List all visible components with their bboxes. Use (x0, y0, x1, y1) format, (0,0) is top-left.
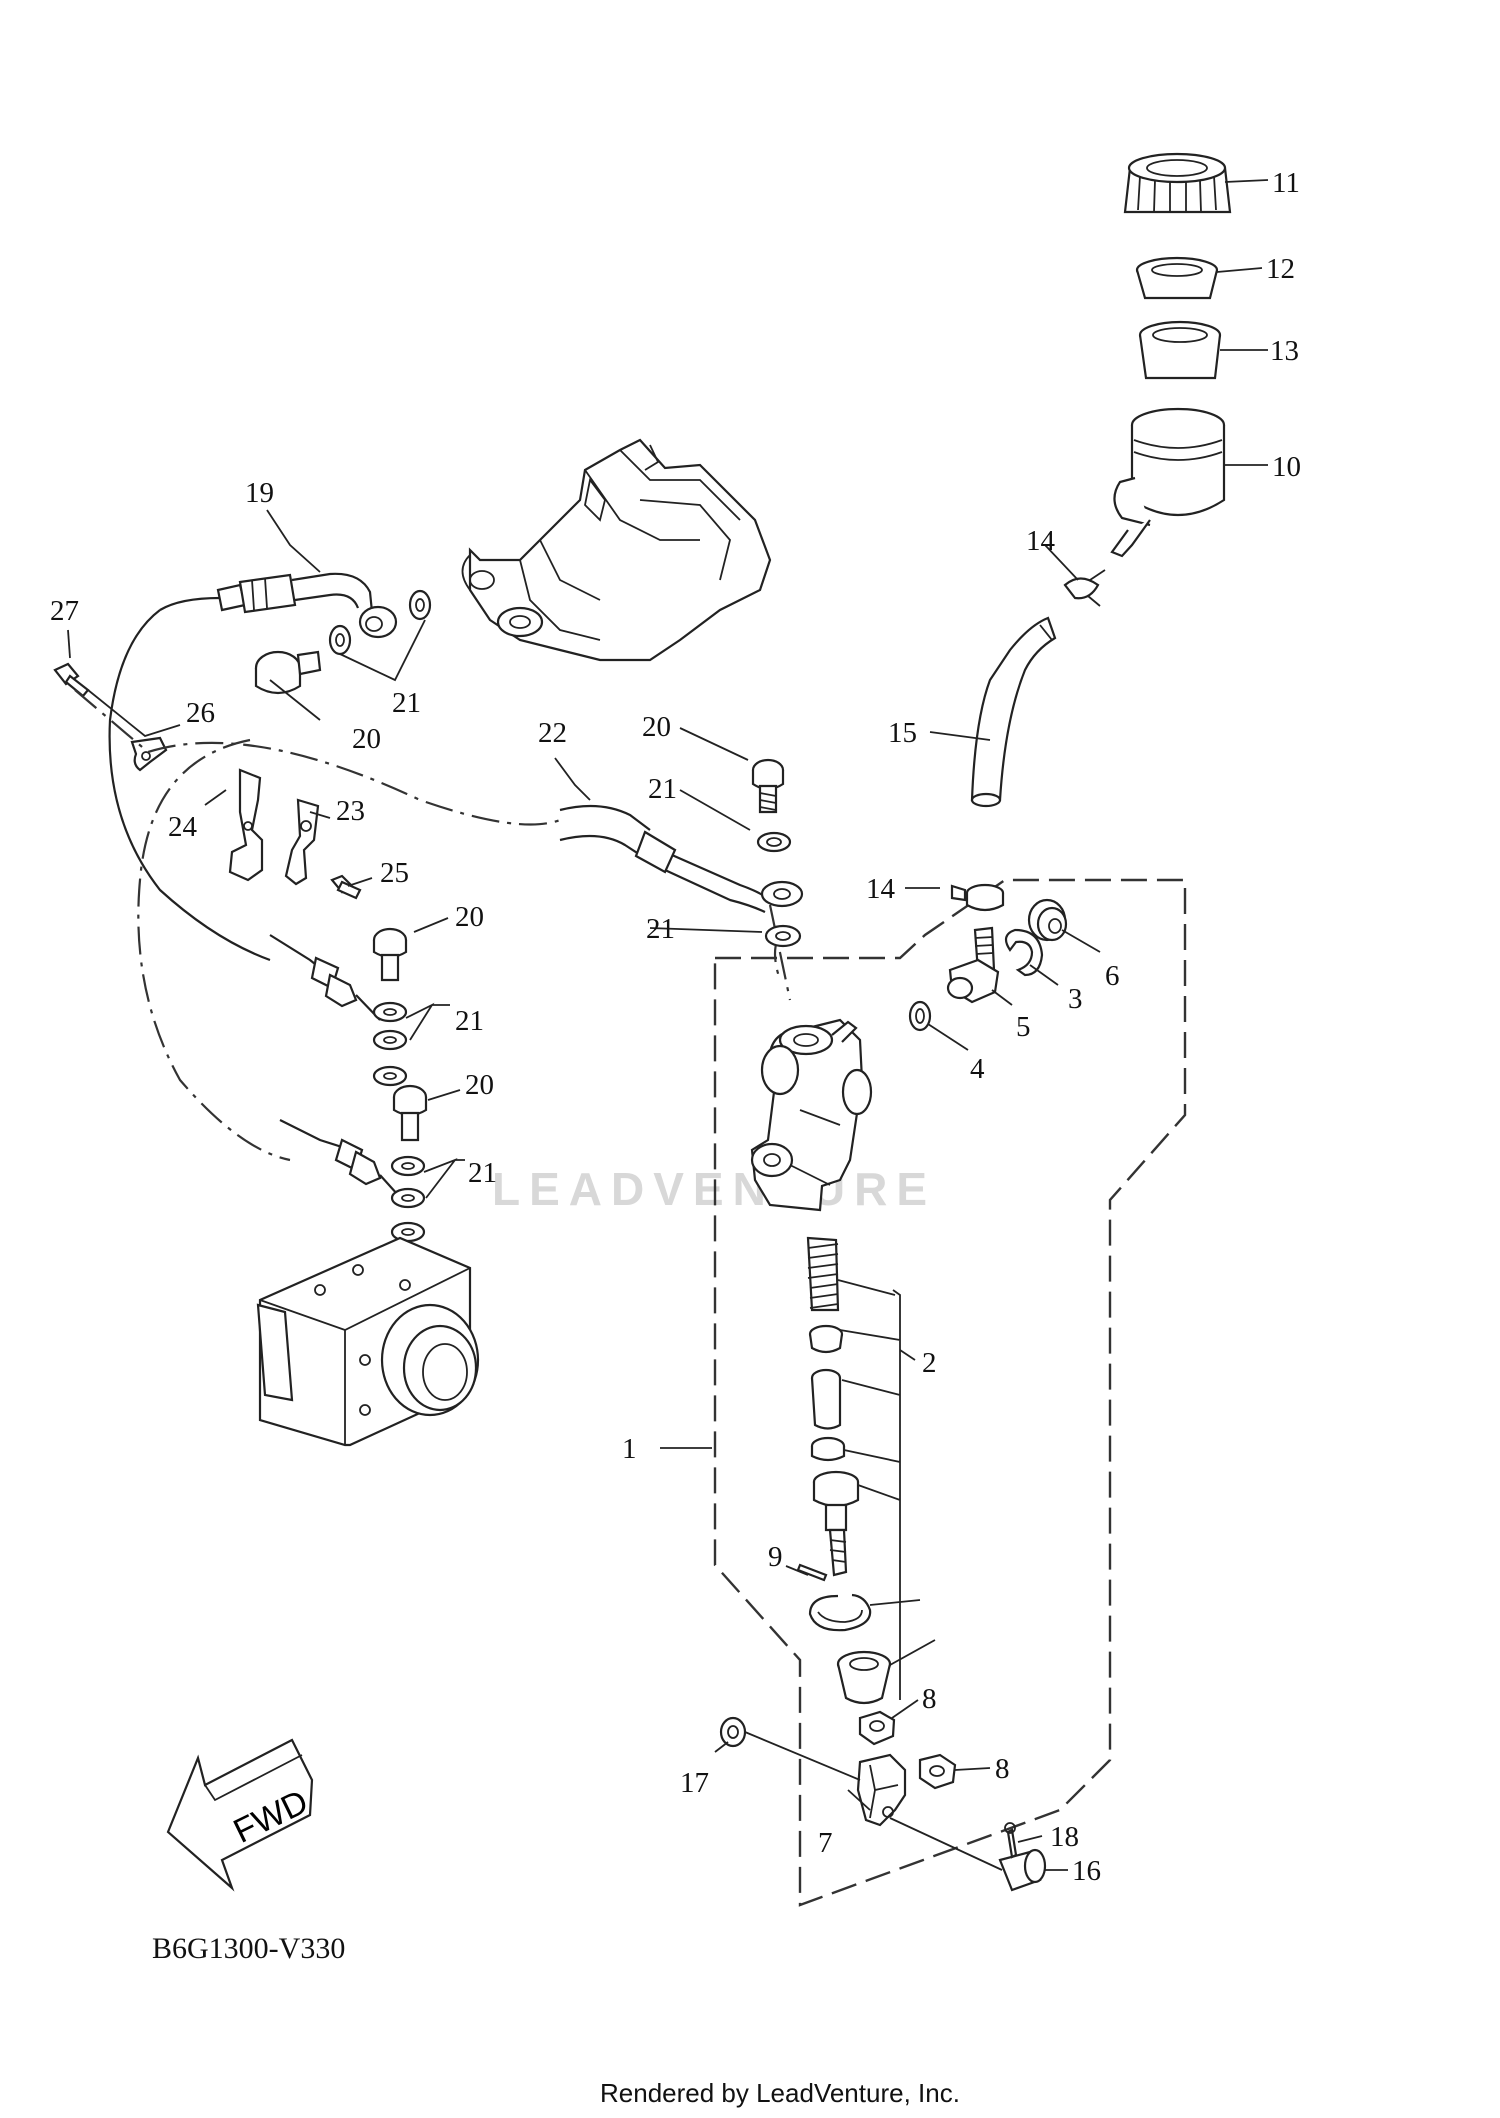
leader-lines (67, 179, 1269, 1871)
callout-labels: 11 12 13 10 14 15 14 6 3 5 4 2 1 9 8 8 1… (50, 167, 1301, 1887)
callout-16[interactable]: 16 (1072, 1855, 1101, 1887)
callout-14a[interactable]: 14 (1026, 525, 1056, 557)
callout-2[interactable]: 2 (922, 1347, 937, 1379)
callout-17[interactable]: 17 (680, 1767, 709, 1799)
o-ring-4[interactable] (908, 1000, 932, 1032)
clevis-pin-16[interactable] (998, 1848, 1047, 1892)
push-rod-assembly[interactable] (812, 1470, 860, 1577)
bolt-27[interactable] (53, 662, 90, 698)
bracket-26[interactable] (130, 736, 168, 772)
union-bolt-20-a[interactable] (254, 650, 322, 695)
watermark-text: LEADVENTURE (492, 1163, 936, 1215)
reservoir-cap-11[interactable] (1123, 152, 1232, 214)
banjo-fitting-22[interactable] (760, 880, 804, 908)
union-bolt-20-c[interactable] (372, 927, 408, 982)
washer-17[interactable] (719, 1716, 747, 1748)
reservoir-tank-10[interactable] (1110, 407, 1226, 558)
callout-3[interactable]: 3 (1068, 983, 1083, 1015)
cylinder-kit-piston[interactable] (810, 1368, 842, 1430)
brake-hose-22[interactable] (559, 804, 771, 913)
callout-20d[interactable]: 20 (465, 1069, 494, 1101)
callout-18[interactable]: 18 (1050, 1821, 1079, 1853)
callout-1[interactable]: 1 (622, 1433, 637, 1465)
cylinder-kit-seal[interactable] (810, 1436, 846, 1462)
union-bolt-20-d[interactable] (392, 1084, 428, 1142)
abs-unit (256, 1236, 480, 1447)
boot[interactable] (836, 1650, 892, 1705)
callout-20b[interactable]: 20 (642, 711, 671, 743)
diaphragm-13[interactable] (1138, 320, 1222, 380)
cylinder-kit-spring[interactable] (806, 1236, 840, 1312)
diaphragm-holder-12[interactable] (1135, 256, 1219, 300)
abs-hose-lower (269, 934, 399, 1196)
crush-washer-21-c[interactable] (764, 924, 802, 948)
bracket-24[interactable] (228, 768, 264, 882)
pin-9[interactable] (796, 1563, 828, 1582)
fwd-arrow: FWD (166, 1738, 314, 1892)
hose-clip-14-lower[interactable] (950, 883, 1005, 912)
callout-10[interactable]: 10 (1272, 451, 1301, 483)
routing-line-b (137, 738, 291, 1162)
grommet-6[interactable] (1027, 898, 1068, 942)
brake-caliper (461, 438, 772, 662)
bracket-23[interactable] (284, 798, 320, 886)
callout-21e[interactable]: 21 (468, 1157, 497, 1189)
crush-washers-21-e[interactable] (390, 1155, 426, 1243)
bolt-25[interactable] (330, 874, 362, 900)
callout-6[interactable]: 6 (1105, 960, 1120, 992)
callout-22[interactable]: 22 (538, 717, 567, 749)
footer-credit: Rendered by LeadVenture, Inc. (600, 2078, 960, 2108)
circlip-3[interactable] (1004, 928, 1044, 977)
callout-20c[interactable]: 20 (455, 901, 484, 933)
crush-washers-21-d[interactable] (372, 1001, 408, 1087)
callout-23[interactable]: 23 (336, 795, 365, 827)
callout-15[interactable]: 15 (888, 717, 917, 749)
callout-13[interactable]: 13 (1270, 335, 1299, 367)
callout-25[interactable]: 25 (380, 857, 409, 889)
callout-5[interactable]: 5 (1016, 1011, 1031, 1043)
callout-11[interactable]: 11 (1272, 167, 1300, 199)
callout-21a[interactable]: 21 (392, 687, 421, 719)
callout-21b[interactable]: 21 (648, 773, 677, 805)
callout-24[interactable]: 24 (168, 811, 198, 843)
callout-21d[interactable]: 21 (455, 1005, 484, 1037)
nut-8-lower[interactable] (918, 1753, 957, 1790)
routing-line-c (768, 904, 792, 1001)
master-cylinder-body[interactable] (750, 1018, 873, 1212)
callout-19[interactable]: 19 (245, 477, 274, 509)
callout-7[interactable]: 7 (818, 1827, 833, 1859)
master-cylinder-boundary (713, 878, 1187, 1907)
cylinder-kit-cup[interactable] (808, 1324, 844, 1354)
callout-14b[interactable]: 14 (866, 873, 896, 905)
nut-8-upper[interactable] (858, 1710, 896, 1746)
callout-26[interactable]: 26 (186, 697, 215, 729)
crush-washer-21-b[interactable] (756, 831, 792, 853)
callout-8b[interactable]: 8 (995, 1753, 1010, 1785)
hose-joint-5[interactable] (946, 926, 1000, 1004)
routing-line-a (74, 689, 561, 826)
hose-clip-14-upper[interactable] (1063, 569, 1106, 607)
circlip[interactable] (808, 1593, 872, 1632)
clevis-7[interactable] (856, 1753, 907, 1827)
cotter-pin-18[interactable] (1004, 1822, 1018, 1859)
callout-20a[interactable]: 20 (352, 723, 381, 755)
diagram-code: B6G1300-V330 (152, 1932, 346, 1965)
callout-9[interactable]: 9 (768, 1541, 783, 1573)
crush-washer-21-a[interactable] (328, 589, 432, 656)
brake-hose-19[interactable] (108, 572, 374, 962)
callout-4[interactable]: 4 (970, 1053, 985, 1085)
callout-21c[interactable]: 21 (646, 913, 675, 945)
union-bolt-20-b[interactable] (751, 758, 785, 814)
callout-8a[interactable]: 8 (922, 1683, 937, 1715)
callout-27[interactable]: 27 (50, 595, 79, 627)
callout-12[interactable]: 12 (1266, 253, 1295, 285)
reservoir-hose-15[interactable] (970, 616, 1057, 808)
